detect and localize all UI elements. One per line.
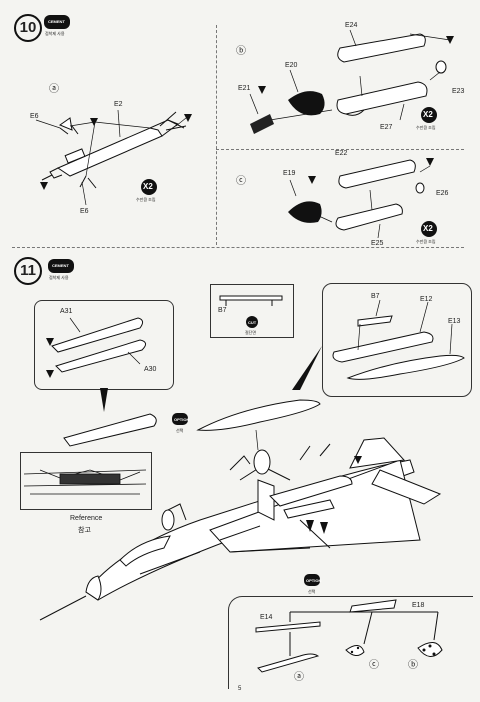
step-10-cement-note: 접착제 사용 <box>45 31 65 36</box>
reference-title: Reference <box>70 515 103 522</box>
step-11-cement-note: 접착제 사용 <box>49 275 69 280</box>
label-e13: E13 <box>448 318 461 325</box>
sub-b-x2-note: 수만큼 조립 <box>416 125 436 130</box>
step-11-cement-label: CEMENT <box>52 263 69 268</box>
rails-drawing <box>46 317 146 412</box>
reference-subtitle: 참고 <box>78 527 91 534</box>
aircraft-drawing <box>39 437 442 621</box>
label-b7-cut: B7 <box>218 307 227 314</box>
label-e6-top: E6 <box>30 113 39 120</box>
cut-badge-text: CUT <box>248 320 257 325</box>
drop-tank-c-drawing <box>288 158 434 239</box>
option-box-weapons <box>228 596 473 689</box>
label-b7-right: B7 <box>371 293 380 300</box>
divider-horizontal <box>216 149 464 150</box>
label-e18: E18 <box>412 602 425 609</box>
option-marker-c: ⓒ <box>369 660 379 671</box>
detail-box-pylon <box>322 283 472 397</box>
label-e6-bottom: E6 <box>80 208 89 215</box>
option-bottom-label: OPTION <box>306 578 322 583</box>
label-e27: E27 <box>380 124 393 131</box>
ordnance-drawing <box>63 399 321 451</box>
step-10-cement-label: CEMENT <box>48 19 65 24</box>
missile-e2-drawing <box>35 109 192 206</box>
sub-c-marker: ⓒ <box>236 176 246 187</box>
detail-box-cut <box>210 284 294 338</box>
sub-a-x2-text: X2 <box>143 182 153 191</box>
label-e22: E22 <box>335 150 348 157</box>
drop-tank-b-drawing <box>249 29 454 134</box>
pylon-drawing <box>292 299 465 390</box>
sub-a-marker: ⓐ <box>49 84 59 95</box>
label-a30: A30 <box>144 366 157 373</box>
label-e26: E26 <box>436 190 449 197</box>
reference-box <box>20 452 152 510</box>
label-e24: E24 <box>345 22 358 29</box>
step-10-number: 10 <box>14 14 42 42</box>
page-number: 5 <box>238 686 242 692</box>
option-mid-note: 선택 <box>176 428 184 433</box>
divider-step <box>12 247 464 248</box>
label-e20: E20 <box>285 62 298 69</box>
option-mid-label: OPTION <box>174 417 190 422</box>
step-11-number: 11 <box>14 257 42 285</box>
label-e23: E23 <box>452 88 465 95</box>
cut-note: 절단면 <box>245 330 257 335</box>
label-e12: E12 <box>420 296 433 303</box>
option-marker-b: ⓑ <box>408 660 418 671</box>
cut-part-drawing <box>219 295 283 328</box>
sub-c-x2-text: X2 <box>423 224 433 233</box>
reference-drawing <box>23 469 147 495</box>
sub-a-x2-note: 수만큼 조립 <box>136 197 156 202</box>
label-e14: E14 <box>260 614 273 621</box>
option-bottom-note: 선택 <box>308 589 316 594</box>
option-marker-a: ⓐ <box>294 672 304 683</box>
label-a31: A31 <box>60 308 73 315</box>
divider-vertical <box>216 25 217 245</box>
sub-b-marker: ⓑ <box>236 46 246 57</box>
label-e25: E25 <box>371 240 384 247</box>
label-e21: E21 <box>238 85 251 92</box>
sub-b-x2-text: X2 <box>423 110 433 119</box>
sub-c-x2-note: 수만큼 조립 <box>416 239 436 244</box>
label-e2: E2 <box>114 101 123 108</box>
label-e19: E19 <box>283 170 296 177</box>
